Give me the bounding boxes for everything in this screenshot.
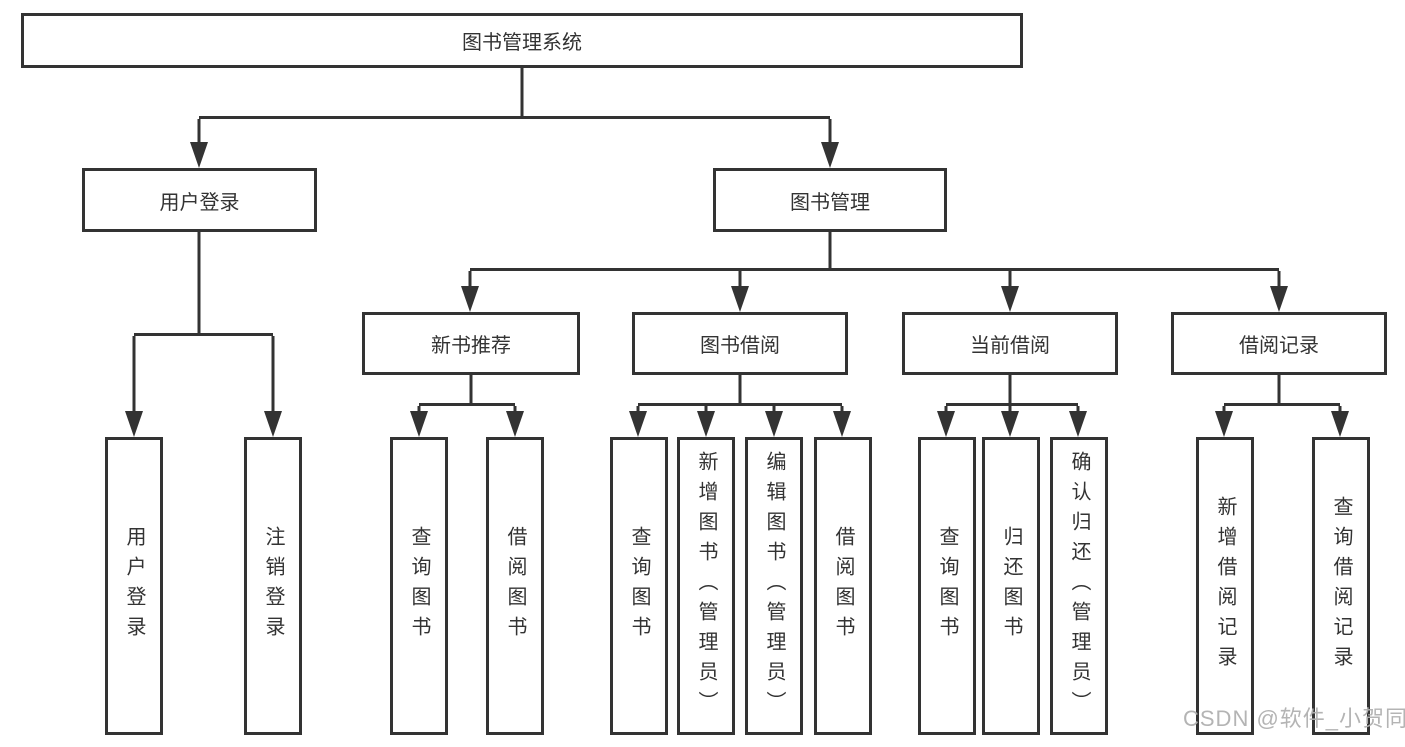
leaf-confirm-return-admin: 确认归还（管理员） <box>1050 437 1108 735</box>
arrow-down-icon <box>937 411 955 437</box>
node-label: 借阅图书 <box>504 526 526 646</box>
node-label: 图书管理系统 <box>462 32 582 54</box>
arrow-down-icon <box>410 411 428 437</box>
node-label: 借阅记录 <box>1239 335 1319 357</box>
arrow-down-icon <box>461 286 479 312</box>
arrowheads <box>125 142 1349 437</box>
node-user-login: 用户登录 <box>82 168 317 232</box>
node-current-borrow: 当前借阅 <box>902 312 1118 375</box>
arrow-down-icon <box>833 411 851 437</box>
leaf-logout: 注销登录 <box>244 437 302 735</box>
node-label: 图书借阅 <box>700 335 780 357</box>
node-label: 用户登录 <box>123 526 145 646</box>
node-label: 查询图书 <box>408 526 430 646</box>
node-label: 新增图书（管理员） <box>695 451 717 721</box>
leaf-user-login: 用户登录 <box>105 437 163 735</box>
node-book-management: 图书管理 <box>713 168 947 232</box>
arrow-down-icon <box>821 142 839 168</box>
arrow-down-icon <box>1215 411 1233 437</box>
arrow-down-icon <box>1270 286 1288 312</box>
leaf-borrow-books: 借阅图书 <box>814 437 872 735</box>
arrow-down-icon <box>264 411 282 437</box>
arrow-down-icon <box>190 142 208 168</box>
node-label: 确认归还（管理员） <box>1068 451 1090 721</box>
arrow-down-icon <box>1069 411 1087 437</box>
node-label: 查询图书 <box>628 526 650 646</box>
node-label: 编辑图书（管理员） <box>763 451 785 721</box>
node-label: 图书管理 <box>790 191 870 214</box>
connector-root-rail <box>197 116 832 146</box>
leaf-query-books-current: 查询图书 <box>918 437 976 735</box>
node-label: 查询图书 <box>936 526 958 646</box>
node-label: 查询借阅记录 <box>1330 496 1352 676</box>
leaf-return-book: 归还图书 <box>982 437 1040 735</box>
connector-bookmgmt-rail <box>468 268 1281 289</box>
node-label: 借阅图书 <box>832 526 854 646</box>
connector-currentborrow-rail <box>944 403 1080 414</box>
arrow-down-icon <box>125 411 143 437</box>
leaf-add-borrow-record: 新增借阅记录 <box>1196 437 1254 735</box>
arrow-down-icon <box>697 411 715 437</box>
node-borrow-records: 借阅记录 <box>1171 312 1387 375</box>
node-root-library-system: 图书管理系统 <box>21 13 1023 68</box>
node-label: 用户登录 <box>159 191 240 214</box>
arrow-down-icon <box>731 286 749 312</box>
arrow-down-icon <box>506 411 524 437</box>
leaf-query-books-borrow: 查询图书 <box>610 437 668 735</box>
arrow-down-icon <box>629 411 647 437</box>
arrow-down-icon <box>765 411 783 437</box>
node-label: 新增借阅记录 <box>1214 496 1236 676</box>
node-label: 当前借阅 <box>970 335 1050 357</box>
leaf-edit-book-admin: 编辑图书（管理员） <box>745 437 803 735</box>
arrow-down-icon <box>1001 411 1019 437</box>
csdn-watermark: CSDN @软件_小贺同学 <box>1183 706 1405 731</box>
leaf-borrow-books-recommend: 借阅图书 <box>486 437 544 735</box>
leaf-add-book-admin: 新增图书（管理员） <box>677 437 735 735</box>
node-label: 归还图书 <box>1000 526 1022 646</box>
leaf-query-borrow-record: 查询借阅记录 <box>1312 437 1370 735</box>
connector-newbook-rail <box>417 403 517 414</box>
node-book-borrow: 图书借阅 <box>632 312 848 375</box>
node-label: 注销登录 <box>262 526 284 646</box>
node-label: 新书推荐 <box>431 335 511 357</box>
leaf-query-books-recommend: 查询图书 <box>390 437 448 735</box>
connector-userlogin-rail <box>132 333 275 413</box>
node-new-book-recommend: 新书推荐 <box>362 312 580 375</box>
arrow-down-icon <box>1001 286 1019 312</box>
connector-records-rail <box>1222 403 1342 414</box>
connector-bookborrow-rail <box>636 403 844 414</box>
arrow-down-icon <box>1331 411 1349 437</box>
